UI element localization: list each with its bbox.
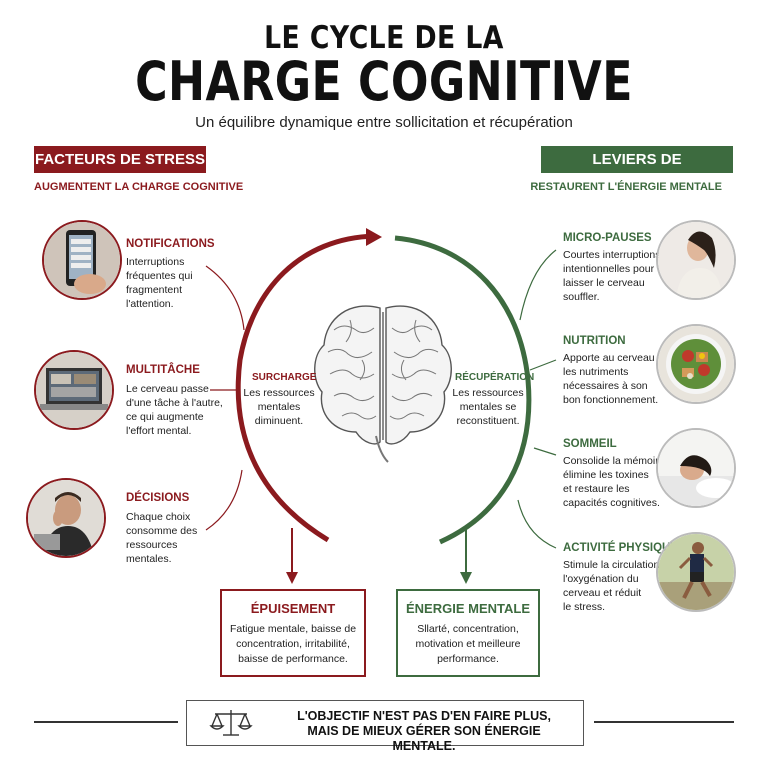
recuperation-label: RÉCUPÉRATION: [455, 372, 535, 383]
sleeping-woman-photo: [656, 428, 736, 508]
surcharge-label: SURCHARGE: [252, 372, 317, 383]
balance-scale-icon: [209, 710, 253, 736]
connector-micropauses: [519, 249, 557, 321]
connector-notifications: [205, 265, 245, 331]
top-arrowhead: [366, 228, 382, 246]
multitask-title: MULTITÂCHE: [126, 364, 200, 376]
footer-message: L'OBJECTIF N'EST PAS D'EN FAIRE PLUS,MAI…: [297, 709, 551, 753]
laptop-photo: [34, 350, 114, 430]
nutrition-title: NUTRITION: [563, 335, 626, 347]
surcharge-arc: [235, 233, 376, 543]
decisions-title: DÉCISIONS: [126, 492, 190, 504]
recovery-levers-subheading: RESTAURENT L'ÉNERGIE MENTALE: [530, 181, 722, 193]
connector-sleep: [533, 447, 557, 456]
footer-divider-right: [594, 721, 734, 723]
subtitle: Un équilibre dynamique entre sollicitati…: [195, 114, 573, 131]
epuisement-title: ÉPUISEMENT: [250, 601, 336, 616]
connector-decisions: [205, 469, 243, 531]
stress-factors-subheading: AUGMENTENT LA CHARGE COGNITIVE: [34, 181, 244, 193]
down-arrow-epuisement: [286, 572, 298, 584]
recuperation-arc: [394, 235, 532, 545]
sleep-description: Consolide la mémoire,élimine les toxines…: [563, 455, 668, 509]
smartphone-photo: [42, 220, 122, 300]
runner-photo: [656, 532, 736, 612]
relaxing-woman-photo: [656, 220, 736, 300]
brain-illustration: [314, 305, 452, 445]
connector-nutrition: [529, 359, 557, 371]
energie-mentale-description: Sllarté, concentration,motivation et mei…: [415, 623, 521, 665]
notifications-title: NOTIFICATIONS: [126, 238, 215, 250]
connector-physical: [517, 499, 557, 549]
footer-message-box: L'OBJECTIF N'EST PAS D'EN FAIRE PLUS,MAI…: [186, 700, 584, 753]
title-line-2: CHARGE COGNITIVE: [135, 50, 633, 113]
salad-bowl-photo: [656, 324, 736, 404]
footer-divider-left: [34, 721, 178, 723]
physical-activity-title: ACTIVITÉ PHYSIQUE: [563, 542, 679, 554]
stress-factors-banner: FACTEURS DE STRESS: [34, 146, 206, 173]
energie-mentale-box: ÉNERGIE MENTALE Sllarté, concentration,m…: [396, 589, 540, 677]
micropauses-title: MICRO-PAUSES: [563, 232, 652, 244]
down-arrow-energie: [460, 572, 472, 584]
title-line-1: LE CYCLE DE LA: [264, 20, 504, 56]
sleep-title: SOMMEIL: [563, 438, 617, 450]
energie-mentale-title: ÉNERGIE MENTALE: [406, 601, 530, 616]
stressed-man-photo: [26, 478, 106, 558]
recovery-levers-banner: LEVIERS DE RÉCUPÉRATION: [541, 146, 733, 195]
